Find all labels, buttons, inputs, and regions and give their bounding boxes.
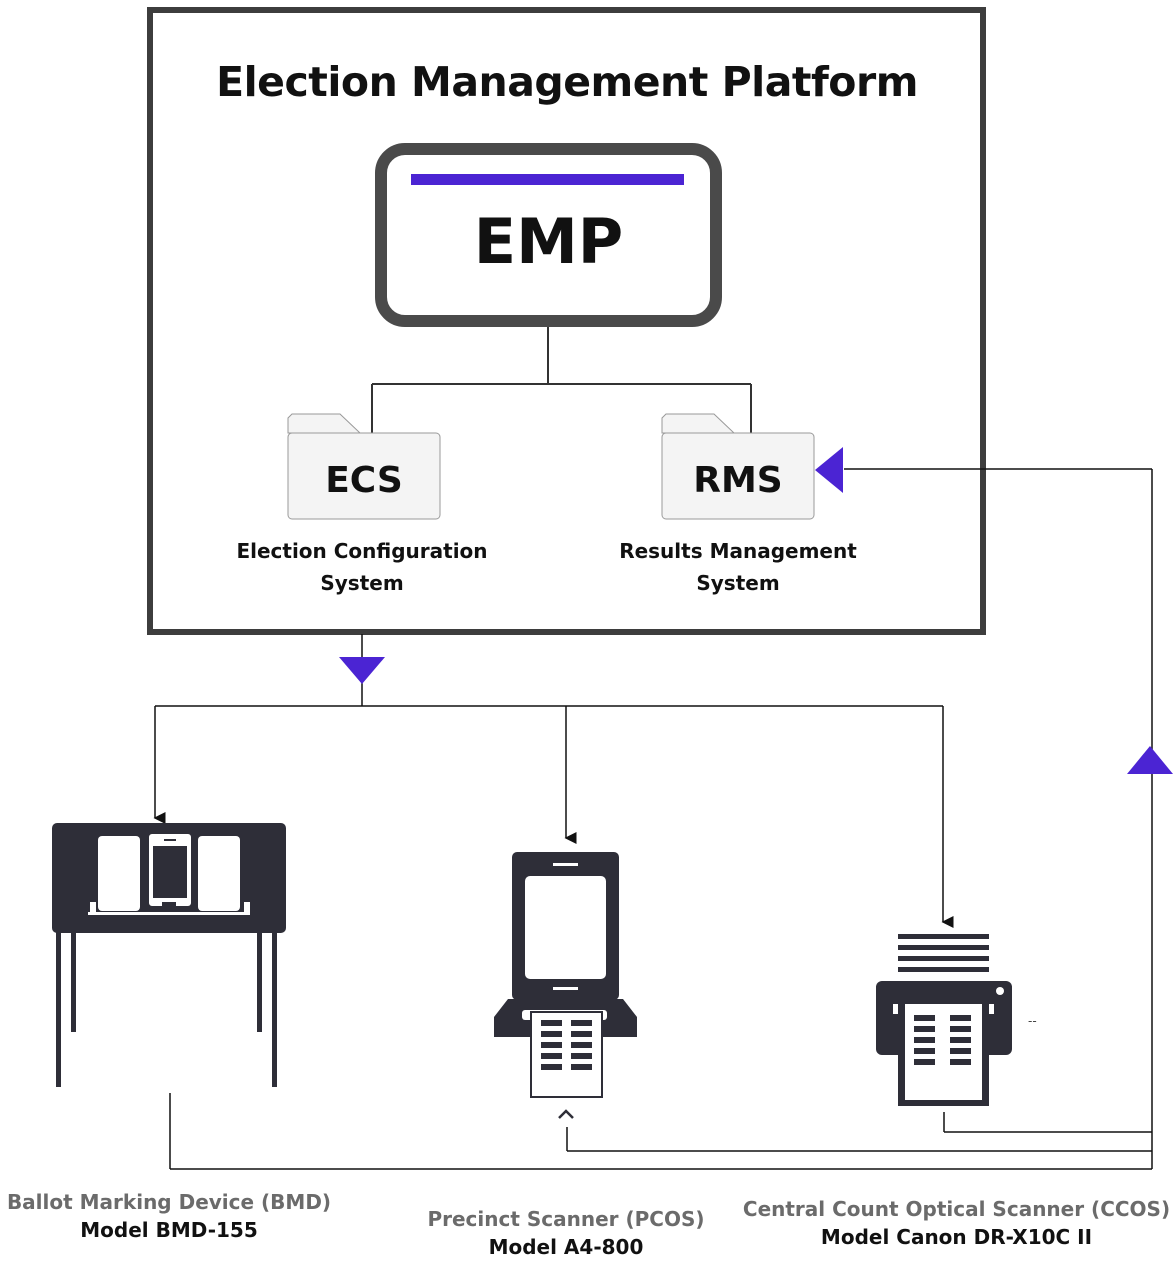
stray-mark: -- [1028,1014,1037,1028]
rms-folder-icon [661,413,815,520]
pcos-name: Precinct Scanner (PCOS) [427,1207,705,1231]
ecs-name: Election Configuration System [212,535,512,599]
rms-name-line2: System [696,571,780,595]
up-arrow-icon [1127,746,1173,774]
bmd-caption: Ballot Marking Device (BMD) Model BMD-15… [0,1190,338,1242]
down-arrow-icon [339,657,385,684]
bmd-model: Model BMD-155 [80,1218,258,1242]
ccos-model: Model Canon DR-X10C II [820,1225,1093,1249]
ecs-name-line2: System [320,571,404,595]
ecs-name-line1: Election Configuration [236,539,488,563]
platform-title: Election Management Platform [216,58,918,106]
ccos-caption: Central Count Optical Scanner (CCOS) Mod… [740,1197,1173,1249]
return-lines [169,468,1153,1170]
ecs-folder-icon [287,413,441,520]
bmd-name: Ballot Marking Device (BMD) [6,1190,332,1214]
rms-name: Results Management System [588,535,888,599]
rms-name-line1: Results Management [619,539,857,563]
ecs-code: ECS [325,460,403,501]
platform-frame [147,7,986,635]
pcos-caption: Precinct Scanner (PCOS) Model A4-800 [400,1207,732,1259]
voting-booth-icon [52,823,286,1087]
emp-box [375,143,722,327]
central-scanner-icon [876,934,1012,1106]
ccos-name: Central Count Optical Scanner (CCOS) [742,1197,1171,1221]
rms-code: RMS [693,460,783,501]
precinct-scanner-icon [494,852,637,1119]
pcos-model: Model A4-800 [488,1235,644,1259]
left-arrow-icon [815,447,843,493]
emp-label: EMP [473,205,624,278]
emp-accent-bar [411,174,684,185]
emp-connector [371,327,752,433]
